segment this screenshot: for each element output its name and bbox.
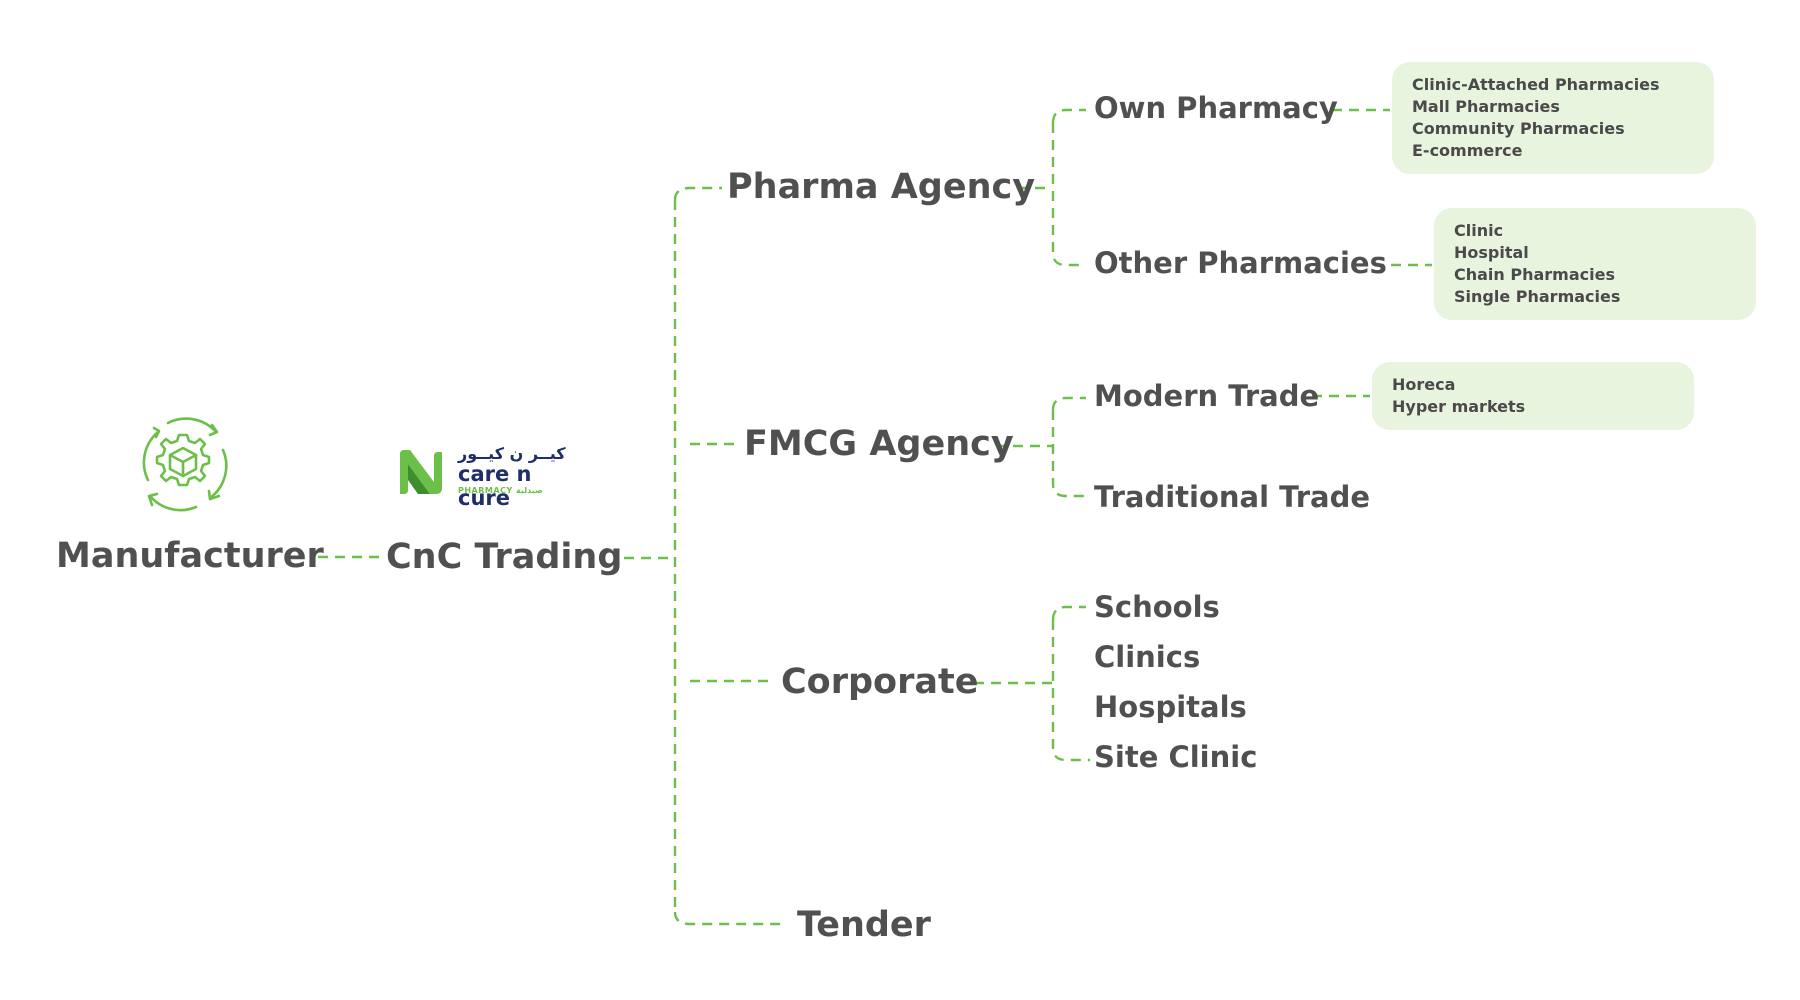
node-pharma-agency: Pharma Agency bbox=[727, 167, 1036, 207]
node-corporate: Corporate bbox=[781, 662, 979, 702]
box-item: Mall Pharmacies bbox=[1412, 97, 1560, 116]
logo-arabic-text: كيــر ن كيــور bbox=[458, 444, 566, 463]
box-item: Hospital bbox=[1454, 243, 1529, 262]
box-item: Horeca bbox=[1392, 375, 1456, 394]
node-own-pharmacy: Own Pharmacy bbox=[1094, 91, 1338, 125]
connector-trunk-tender bbox=[673, 911, 784, 926]
node-tender: Tender bbox=[797, 905, 931, 945]
node-clinics: Clinics bbox=[1094, 640, 1201, 674]
box-item: E-commerce bbox=[1412, 141, 1523, 160]
care-n-cure-logo: كيــر ن كيــور care n cure PHARMACY صيدل… bbox=[396, 444, 584, 510]
connector-corporate-vertical bbox=[1051, 605, 1090, 762]
box-item: Hyper markets bbox=[1392, 397, 1526, 416]
care-n-cure-logo-mark bbox=[400, 450, 442, 494]
box-item: Chain Pharmacies bbox=[1454, 265, 1615, 284]
logo-english-text: care n cure bbox=[458, 462, 532, 510]
node-cnc-trading: CnC Trading bbox=[386, 537, 623, 577]
connector-fmcg-vertical bbox=[1051, 396, 1086, 498]
node-other-pharmacies: Other Pharmacies bbox=[1094, 246, 1387, 280]
node-manufacturer: Manufacturer bbox=[56, 536, 324, 576]
box-item: Clinic-Attached Pharmacies bbox=[1412, 75, 1660, 94]
node-site-clinic: Site Clinic bbox=[1094, 740, 1258, 774]
logo-subtitle: PHARMACY صيدلية bbox=[458, 486, 543, 495]
node-traditional-trade: Traditional Trade bbox=[1094, 480, 1371, 514]
connector-trunk-pharma bbox=[673, 186, 722, 201]
gear-cycle-box-icon bbox=[142, 417, 228, 512]
connector-pharma-vertical bbox=[1051, 108, 1086, 267]
node-schools: Schools bbox=[1094, 590, 1220, 624]
box-modern-trade: Horeca Hyper markets bbox=[1372, 362, 1694, 430]
node-modern-trade: Modern Trade bbox=[1094, 379, 1320, 413]
box-other-pharmacies: Clinic Hospital Chain Pharmacies Single … bbox=[1434, 208, 1756, 320]
box-own-pharmacy: Clinic-Attached Pharmacies Mall Pharmaci… bbox=[1392, 62, 1714, 174]
node-fmcg-agency: FMCG Agency bbox=[744, 424, 1014, 464]
node-hospitals: Hospitals bbox=[1094, 690, 1247, 724]
box-item: Single Pharmacies bbox=[1454, 287, 1621, 306]
box-item: Community Pharmacies bbox=[1412, 119, 1625, 138]
box-item: Clinic bbox=[1454, 221, 1504, 240]
